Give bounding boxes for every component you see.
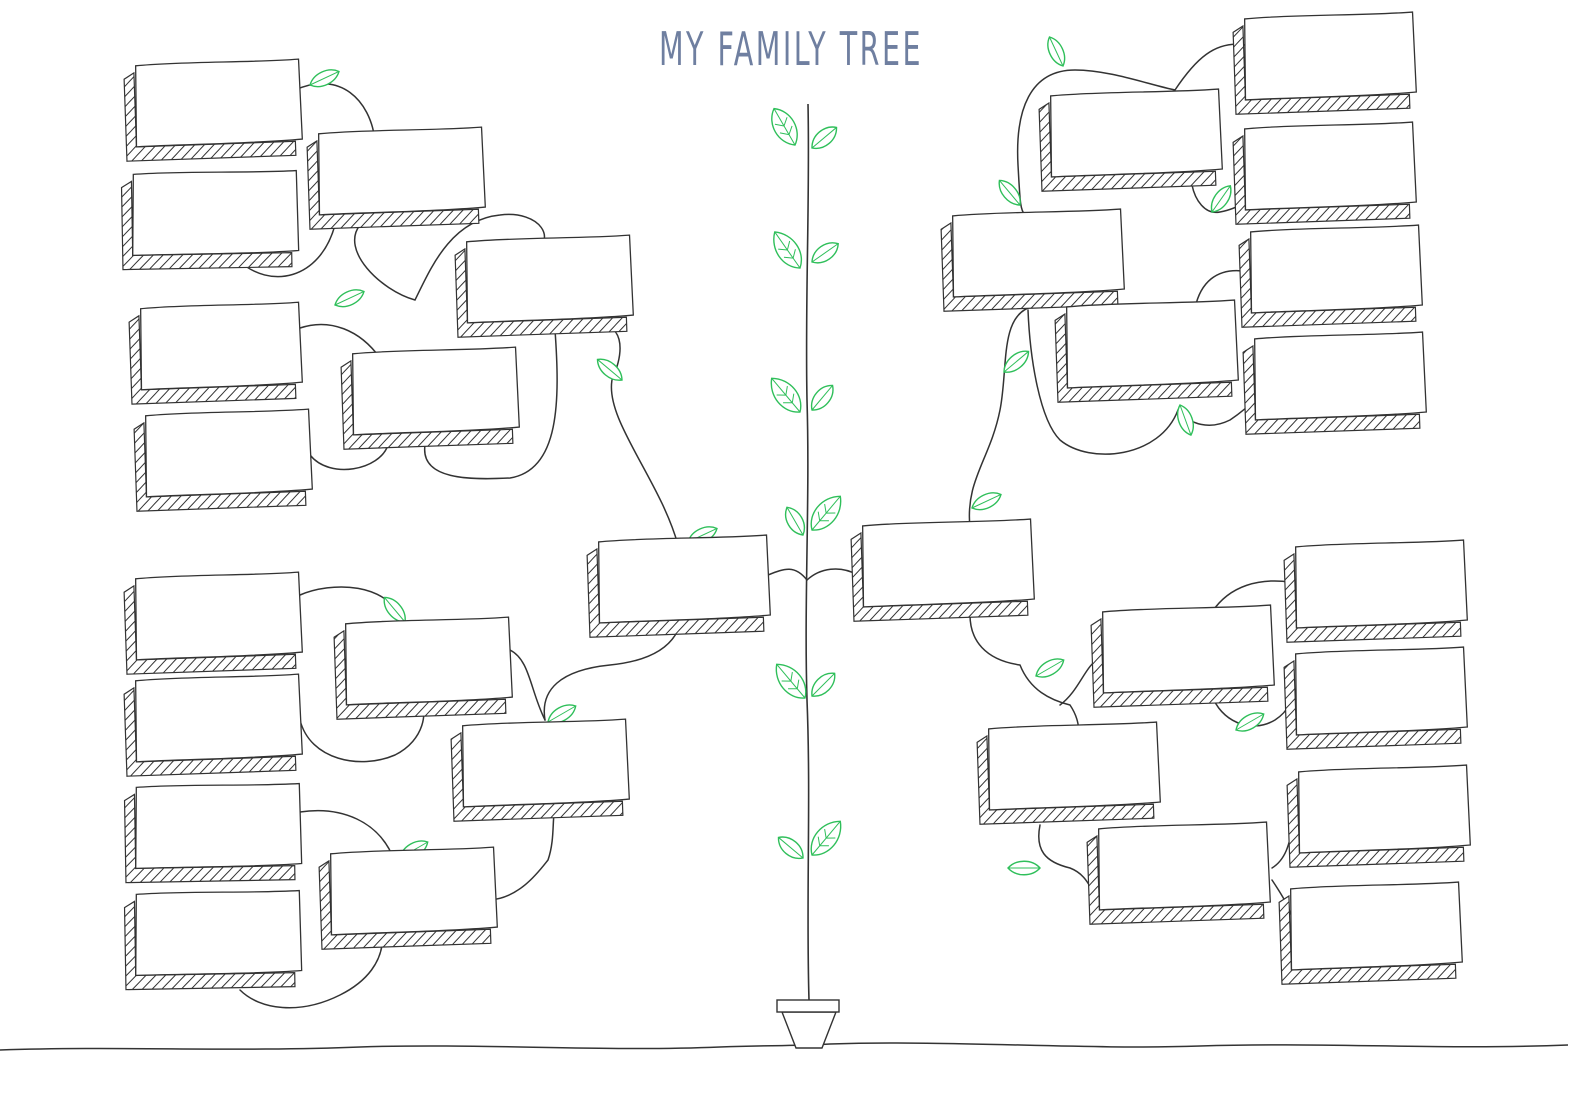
leaf-icon [773,231,803,269]
family-member-box[interactable] [333,616,513,720]
family-member-box[interactable] [123,889,303,991]
family-member-box[interactable] [1086,821,1271,925]
stem-leaves [770,107,842,860]
family-member-box[interactable] [123,571,303,675]
name-box-face[interactable] [344,616,513,706]
flower-pot-icon [776,999,840,1049]
family-member-box[interactable] [123,782,303,884]
name-box-face[interactable] [951,208,1125,298]
name-box-face[interactable] [1243,11,1417,101]
name-box-face[interactable] [1249,224,1423,314]
leaf-icon [998,179,1021,206]
name-box-face[interactable] [597,534,771,624]
name-box-face[interactable] [987,721,1161,811]
name-box-face[interactable] [1049,88,1223,178]
family-member-box[interactable] [123,58,303,162]
family-member-box[interactable] [120,169,300,271]
leaf-icon [811,242,839,264]
leaf-icon [1235,712,1265,732]
leaf-icon [1210,185,1232,213]
family-member-box[interactable] [133,408,313,512]
family-member-box[interactable] [1286,764,1471,868]
leaf-icon [1177,404,1194,436]
name-box-face[interactable] [1243,121,1417,211]
leaf-icon [383,596,406,623]
family-member-box[interactable] [940,208,1125,312]
name-box-face[interactable] [1065,299,1239,389]
family-member-box[interactable] [1232,121,1417,225]
name-box-face[interactable] [1294,646,1468,736]
leaf-icon [810,384,834,411]
name-box-face[interactable] [329,846,498,936]
name-box-face[interactable] [1101,604,1275,694]
family-member-box[interactable] [850,518,1035,622]
name-box-face[interactable] [134,571,303,661]
name-box-face[interactable] [1297,764,1471,854]
name-box-face[interactable] [134,58,303,148]
family-member-box[interactable] [1283,539,1468,643]
family-member-box[interactable] [1242,331,1427,435]
page-title: MY FAMILY TREE [658,22,923,76]
leaf-icon [1003,350,1030,373]
name-box-face[interactable] [139,301,303,391]
leaf-icon [810,495,842,531]
leaf-icon [1007,860,1041,876]
name-box-face[interactable] [131,169,300,257]
family-member-box[interactable] [1278,881,1463,985]
leaf-icon [1047,36,1066,67]
name-boxes [120,11,1471,991]
family-member-box[interactable] [1090,604,1275,708]
name-box-face[interactable] [351,346,520,436]
main-stem [805,103,810,1001]
leaf-icon [334,289,365,308]
family-member-box[interactable] [1054,299,1239,403]
name-box-face[interactable] [134,889,303,977]
family-member-box[interactable] [306,126,486,230]
leaf-icon [810,820,842,856]
leaf-icon [777,836,804,860]
ground-line [0,1042,1569,1051]
name-box-face[interactable] [1289,881,1463,971]
leaf-icon [309,69,340,88]
family-member-box[interactable] [1238,224,1423,328]
name-box-face[interactable] [861,518,1035,608]
family-member-box[interactable] [976,721,1161,825]
name-box-face[interactable] [1294,539,1468,629]
family-member-box[interactable] [123,673,303,777]
family-member-box[interactable] [128,301,303,405]
name-box-face[interactable] [134,782,303,870]
family-member-box[interactable] [318,846,498,950]
leaf-icon [785,506,805,536]
name-box-face[interactable] [134,673,303,763]
leaf-icon [770,377,802,413]
name-box-face[interactable] [461,718,630,808]
name-box-face[interactable] [1097,821,1271,911]
family-member-box[interactable] [1038,88,1223,192]
center-branch-right [806,568,859,581]
name-box-face[interactable] [144,408,313,498]
center-branch-left [767,568,808,581]
family-member-box[interactable] [1232,11,1417,115]
family-member-box[interactable] [1283,646,1468,750]
leaf-icon [971,492,1002,511]
name-box-face[interactable] [465,234,634,324]
name-box-face[interactable] [1253,331,1427,421]
leaf-icon [1035,658,1065,678]
family-member-box[interactable] [454,234,634,338]
family-member-box[interactable] [340,346,520,450]
left-vines [237,83,681,1009]
leaf-icon [811,126,838,150]
leaf-icon [771,107,798,146]
leaf-icon [775,663,807,699]
leaf-icon [596,358,623,381]
family-member-box[interactable] [450,718,630,822]
name-box-face[interactable] [317,126,486,216]
vine-leaves [309,36,1265,876]
leaf-icon [811,672,836,697]
family-member-box[interactable] [586,534,771,638]
